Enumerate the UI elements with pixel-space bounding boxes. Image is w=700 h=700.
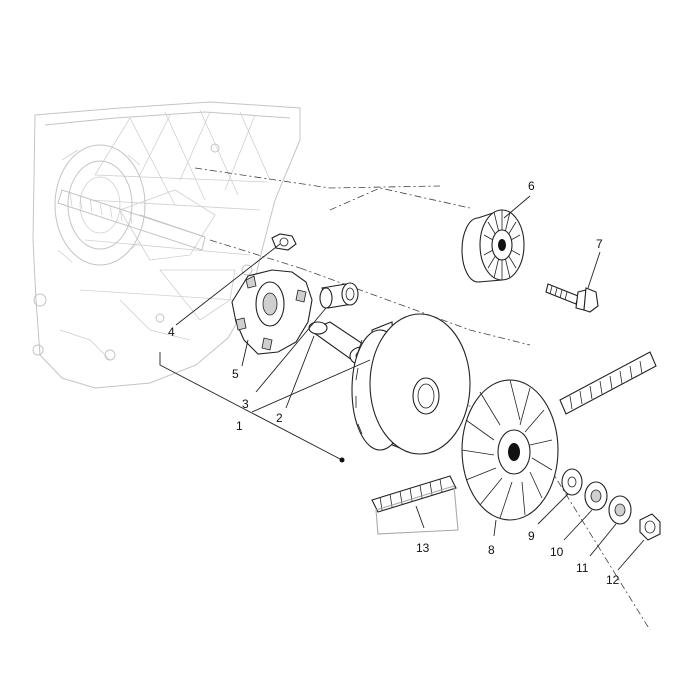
- part-6-roller: [461, 209, 525, 283]
- callout-10: 10: [550, 545, 564, 559]
- callout-13: 13: [416, 541, 430, 555]
- part-12-nut: [639, 513, 661, 541]
- part-13-belt-left: [371, 475, 459, 535]
- callout-4: 4: [168, 325, 175, 339]
- part-5-ramp-plate: [231, 269, 313, 355]
- part-9-washer: [561, 468, 583, 496]
- crankcase-ghost: [32, 101, 301, 389]
- callout-labels: 1 2 3 4 5 6 7 8 9 10 11 12 13: [168, 179, 620, 587]
- part-3-bushing: [319, 282, 359, 309]
- part-11-washer: [608, 495, 632, 525]
- part-8-fan-pulley: [461, 379, 559, 521]
- callout-3: 3: [242, 397, 249, 411]
- callout-6: 6: [528, 179, 535, 193]
- callout-5: 5: [232, 367, 239, 381]
- callout-1: 1: [236, 419, 243, 433]
- callout-9: 9: [528, 529, 535, 543]
- callout-8: 8: [488, 543, 495, 557]
- callout-12: 12: [606, 573, 620, 587]
- callout-11: 11: [576, 561, 589, 575]
- part-1-movable-pulley: [351, 313, 471, 455]
- part-10-washer: [584, 481, 608, 511]
- part-7-bolt: [545, 283, 599, 313]
- belt-section-right: [559, 351, 657, 415]
- callout-2: 2: [276, 411, 283, 425]
- leader-lines: [159, 195, 645, 571]
- callout-7: 7: [596, 237, 603, 251]
